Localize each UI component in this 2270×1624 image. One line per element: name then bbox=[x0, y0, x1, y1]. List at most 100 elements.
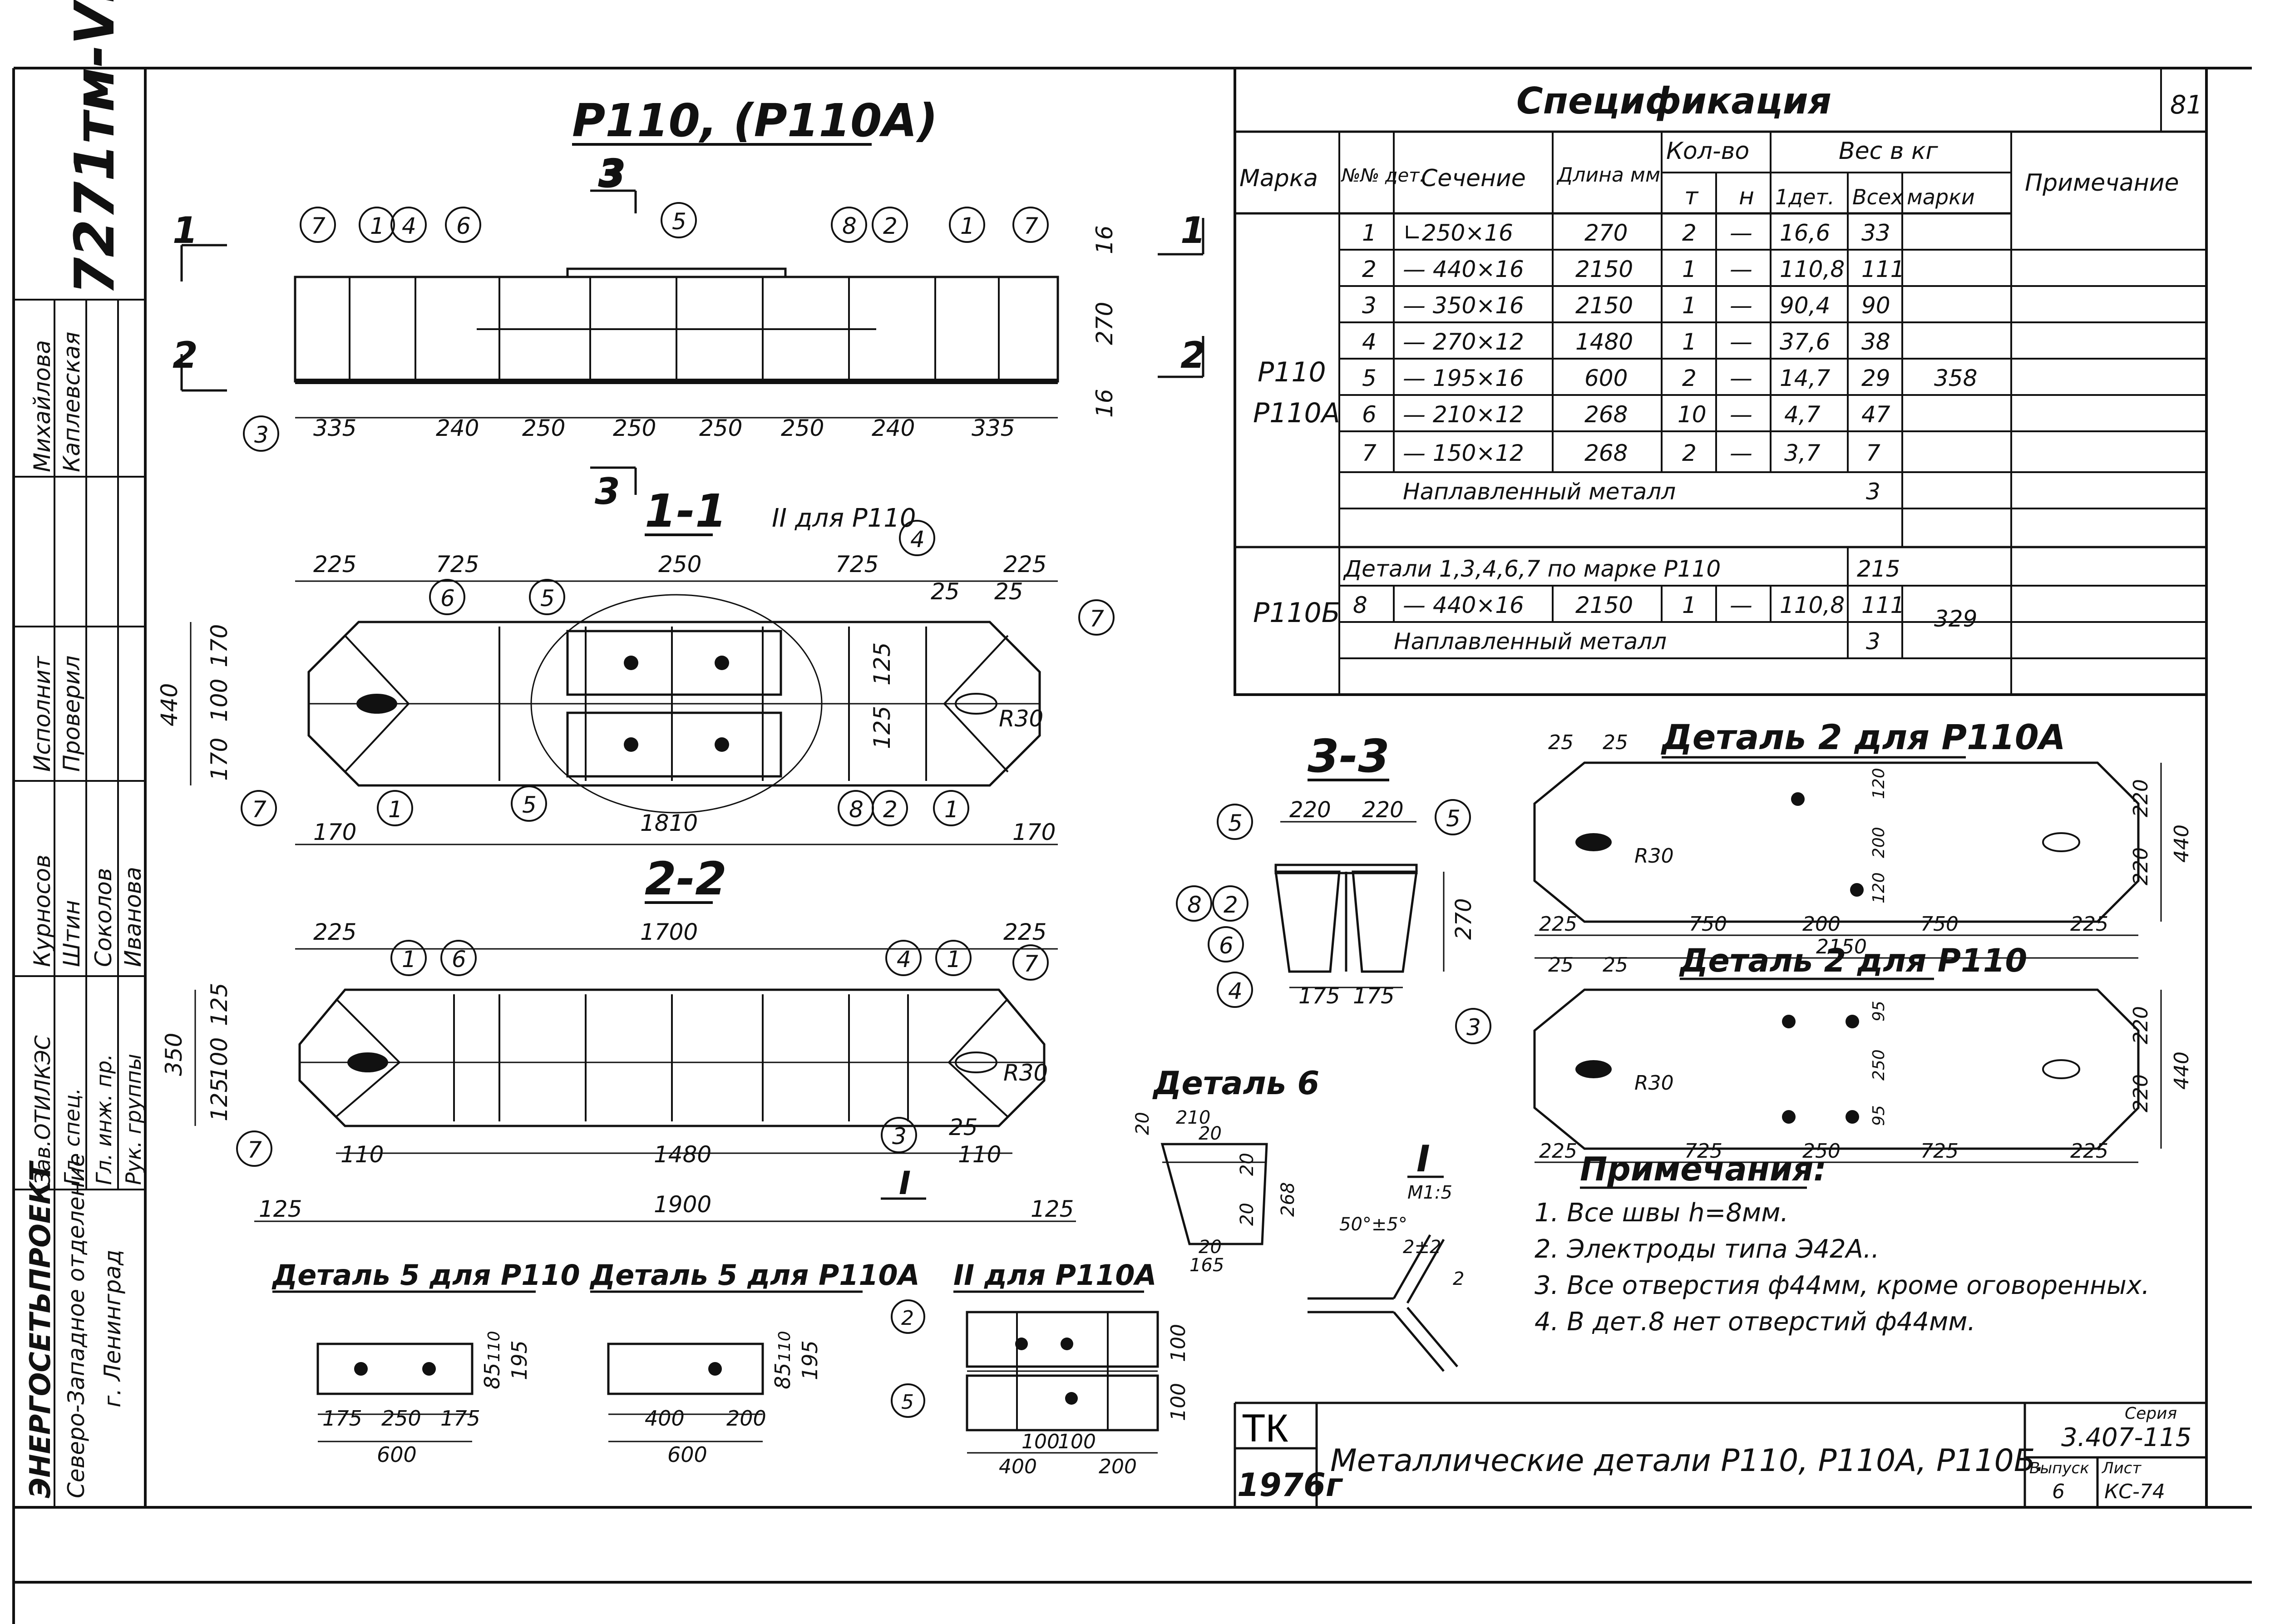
s11-dim-250: 250 bbox=[658, 551, 701, 578]
s11-dim-170-bottom: 170 bbox=[206, 738, 232, 781]
callout-6: 6 bbox=[456, 213, 471, 239]
det2b-dim-725-r: 725 bbox=[1920, 1140, 1959, 1163]
s11-dim-225-right: 225 bbox=[1003, 551, 1046, 578]
s11-dim-125-b: 125 bbox=[869, 706, 895, 749]
cell-t: 10 bbox=[1678, 401, 1707, 428]
s33-callout-5-right: 5 bbox=[1446, 805, 1461, 832]
s11-dim-225-left: 225 bbox=[313, 551, 356, 578]
det2a-dim-750-l: 750 bbox=[1689, 913, 1727, 936]
s22-dim-100: 100 bbox=[206, 1037, 232, 1081]
detII-labels: 100 100 400 200 100 100 2 5 bbox=[891, 1299, 1190, 1478]
s11-dim-25-b: 25 bbox=[994, 578, 1023, 605]
detII-hole-3 bbox=[1065, 1392, 1078, 1405]
s22-dim-125-top: 125 bbox=[206, 983, 232, 1026]
dim-240-right: 240 bbox=[872, 415, 915, 441]
plan-mark-2-left: 2 bbox=[173, 334, 198, 376]
cell-sec: ∟250×16 bbox=[1403, 220, 1513, 246]
cell-n: — bbox=[1730, 220, 1752, 246]
hdr-t: т bbox=[1684, 183, 1699, 210]
callout-7-right: 7 bbox=[1024, 213, 1038, 239]
s11-callout-4: 4 bbox=[910, 526, 925, 553]
s33-callout-6: 6 bbox=[1219, 933, 1234, 959]
cell-n: — bbox=[1730, 401, 1752, 428]
s11-dim-170-right: 170 bbox=[1012, 819, 1056, 845]
cell-len: 600 bbox=[1584, 365, 1628, 391]
det2b-r30: R30 bbox=[1634, 1071, 1674, 1095]
cell-det: 7 bbox=[1362, 440, 1377, 466]
b-parts-weight: 215 bbox=[1857, 556, 1900, 582]
spec-row-3: 3 — 350×16 2150 1 — 90,4 90 bbox=[1362, 292, 1890, 319]
detI-title: I bbox=[1416, 1138, 1430, 1180]
hdr-ves: Вес в кг bbox=[1839, 138, 1938, 165]
role-4: Рук. группы bbox=[121, 1054, 146, 1185]
seria-value: 3.407-115 bbox=[2061, 1423, 2191, 1452]
role-3: Гл. инж. пр. bbox=[92, 1054, 116, 1185]
s22-callout-7-left: 7 bbox=[247, 1137, 262, 1163]
cell-det: 3 bbox=[1362, 292, 1377, 319]
spec-row-5: 5 — 195×16 600 2 — 14,7 29 bbox=[1362, 365, 1890, 391]
det5a-dims: 175 250 175 600 85 110 195 bbox=[322, 1331, 532, 1467]
hdr-marka: Марка bbox=[1239, 165, 1318, 192]
name-2: Штин bbox=[59, 900, 85, 967]
marka-p110a: Р110А bbox=[1253, 397, 1340, 429]
cell-n: — bbox=[1730, 365, 1752, 391]
cell-wa: 7 bbox=[1866, 440, 1880, 466]
hdr-marki: марки bbox=[1907, 185, 1975, 209]
s22-dim-110-left: 110 bbox=[340, 1141, 384, 1168]
s33-callout-4: 4 bbox=[1228, 978, 1243, 1004]
s22-dim-25: 25 bbox=[949, 1114, 978, 1140]
s22-dim-1700: 1700 bbox=[640, 919, 698, 945]
section-2-2-view bbox=[194, 948, 1076, 1222]
det2b-dim-725-l: 725 bbox=[1684, 1140, 1722, 1163]
cell-wa: 111 bbox=[1861, 592, 1905, 618]
slot-hole-left-2-2 bbox=[347, 1052, 388, 1072]
s11-dim-100: 100 bbox=[206, 679, 232, 722]
s33-dim-175-right: 175 bbox=[1353, 983, 1395, 1009]
s11-callout-6: 6 bbox=[440, 585, 455, 612]
marka-p110: Р110 bbox=[1258, 356, 1326, 388]
s22-callout-1-left: 1 bbox=[402, 946, 416, 972]
hdr-dlina: Длина мм bbox=[1556, 163, 1660, 187]
det2a-hole-1 bbox=[1791, 792, 1805, 806]
dim-240-left: 240 bbox=[436, 415, 479, 441]
detII-callout-5: 5 bbox=[901, 1391, 914, 1414]
plan-mark-1-left: 1 bbox=[173, 209, 198, 252]
cell-wa: 90 bbox=[1861, 292, 1890, 319]
hdr-n: н bbox=[1739, 183, 1754, 210]
det2b-dim-95-a: 95 bbox=[1870, 1001, 1888, 1022]
spec-row-7: 7 — 150×12 268 2 — 3,7 7 bbox=[1362, 440, 1880, 466]
det5a-hole-2 bbox=[422, 1362, 436, 1376]
det2b-dim-25-a: 25 bbox=[1548, 953, 1574, 977]
section-2-2-dims: 225 1700 225 350 125 100 125 110 1480 25… bbox=[161, 919, 1074, 1222]
s22-dim-1900: 1900 bbox=[654, 1191, 711, 1218]
cell-w1: 110,8 bbox=[1780, 592, 1845, 618]
org-name: ЭНЕРГОСЕТЬПРОЕКТ bbox=[24, 1160, 57, 1498]
cell-sec: — 440×16 bbox=[1403, 592, 1524, 618]
det5b-title: Деталь 5 для Р110А bbox=[589, 1259, 920, 1292]
hdr-sech: Сечение bbox=[1421, 165, 1526, 192]
cell-len: 1480 bbox=[1575, 329, 1633, 355]
slot-hole-right-1-1 bbox=[955, 693, 997, 715]
det5b-dim-400: 400 bbox=[645, 1406, 685, 1431]
det2a-dim-750-r: 750 bbox=[1920, 913, 1959, 936]
weld-metal-a: Наплавленный металл bbox=[1403, 479, 1676, 505]
s11-dim-170-top: 170 bbox=[206, 624, 232, 667]
section-3-3-view bbox=[1274, 821, 1445, 988]
det2a-slot-left bbox=[1575, 833, 1612, 851]
spec-row-b: 8 — 440×16 2150 1 — 110,8 111 bbox=[1353, 592, 1905, 618]
dim-335-left: 335 bbox=[313, 415, 356, 441]
detI-scale: М1:5 bbox=[1407, 1182, 1452, 1203]
name-6: Каплевская bbox=[59, 332, 85, 472]
det2b-slot-right bbox=[2042, 1059, 2080, 1079]
s11-callout-5-top: 5 bbox=[540, 585, 555, 612]
cell-len: 2150 bbox=[1575, 292, 1633, 319]
section-3-3-title: 3-3 bbox=[1308, 730, 1390, 783]
spec-table-grid bbox=[1234, 67, 2208, 696]
mark-total-a: 358 bbox=[1934, 365, 1977, 391]
s33-callout-5-left: 5 bbox=[1228, 810, 1243, 836]
det2a-dim-25-b: 25 bbox=[1603, 731, 1628, 754]
det2a-r30: R30 bbox=[1634, 844, 1674, 868]
main-title: Р110, (Р110А) bbox=[572, 94, 938, 147]
plan-view: 3 bbox=[180, 152, 1204, 495]
weld-metal-b: Наплавленный металл bbox=[1394, 628, 1667, 655]
